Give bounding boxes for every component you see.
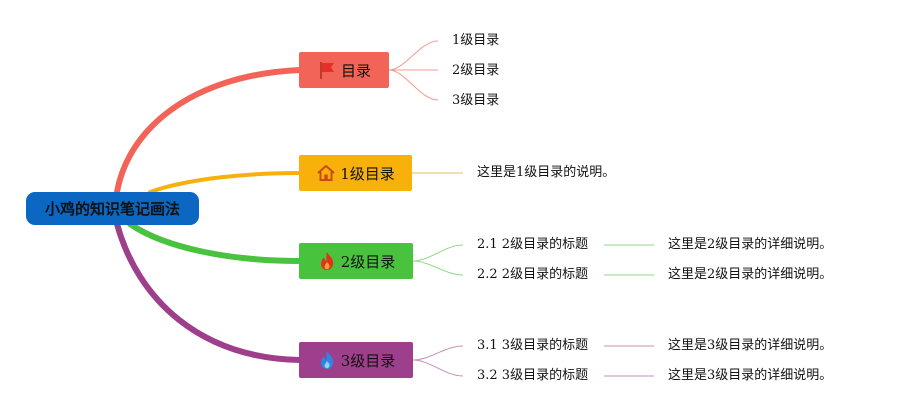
branch-toc[interactable]: 目录 [299,52,389,88]
blue-flame-icon [317,350,337,370]
level1-note[interactable]: 这里是1级目录的说明。 [477,165,616,180]
connector-toc-child-3 [388,69,439,101]
level3-item-1-title[interactable]: 3.1 3级目录的标题 [477,338,589,353]
connector-level3-child-1 [412,345,464,361]
connector-main-level1 [148,171,302,194]
level3-item-1-detail[interactable]: 这里是3级目录的详细说明。 [668,338,833,353]
branch-toc-label: 目录 [340,61,371,80]
toc-item-2[interactable]: 2级目录 [452,63,500,78]
connector-toc-child-1 [388,40,439,71]
connector-main-level2 [127,221,303,264]
connector-level3-child-2 [412,359,464,377]
branch-level2[interactable]: 2级目录 [299,243,413,279]
level2-item-1-detail[interactable]: 这里是2级目录的详细说明。 [668,237,833,252]
level3-item-2-detail[interactable]: 这里是3级目录的详细说明。 [668,368,833,383]
toc-item-3[interactable]: 3级目录 [452,93,500,108]
branch-level1-label: 1级目录 [340,164,395,183]
connector-level2-child-2 [412,260,464,276]
connector-main-toc [114,67,303,195]
branch-level3[interactable]: 3级目录 [299,342,413,378]
branch-level2-label: 2级目录 [340,252,396,271]
connector-main-level3 [114,221,303,363]
connector-level2-child-1 [412,244,464,262]
level2-item-1-title[interactable]: 2.1 2级目录的标题 [477,237,589,252]
toc-item-1[interactable]: 1级目录 [452,33,500,48]
root-topic[interactable]: 小鸡的知识笔记画法 [26,192,199,225]
house-icon [316,163,336,183]
red-flame-icon [317,251,337,271]
red-flag-icon [317,60,337,80]
level2-item-2-detail[interactable]: 这里是2级目录的详细说明。 [668,267,833,282]
branch-level1[interactable]: 1级目录 [299,155,412,191]
root-topic-label: 小鸡的知识笔记画法 [44,200,180,218]
level2-item-2-title[interactable]: 2.2 2级目录的标题 [477,267,589,282]
level3-item-2-title[interactable]: 3.2 3级目录的标题 [477,368,589,383]
branch-level3-label: 3级目录 [340,351,396,370]
